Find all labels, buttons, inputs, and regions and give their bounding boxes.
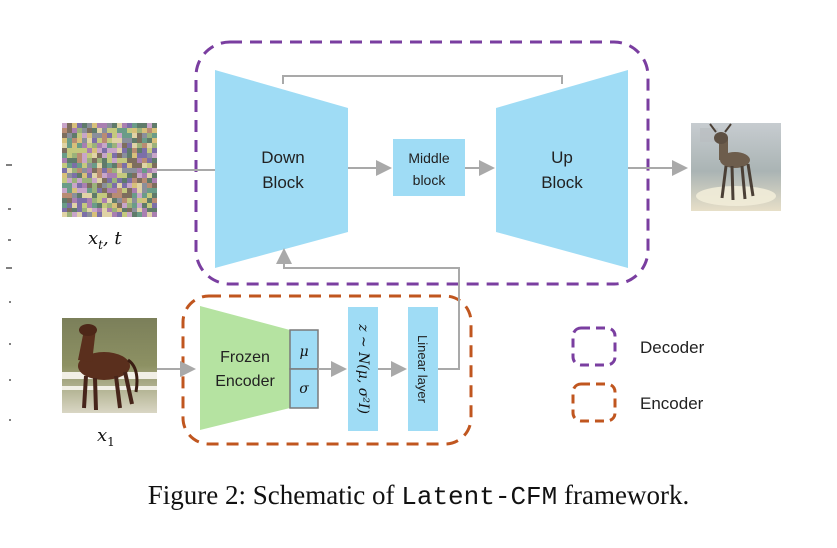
middle-block-label-1: Middle — [408, 150, 449, 166]
clean-input-label: x1 — [97, 425, 115, 449]
sigma-box — [289, 368, 319, 409]
deer-image — [691, 123, 781, 211]
sigma-label: σ — [299, 381, 309, 397]
frozen-encoder-label-1: Frozen — [220, 349, 270, 366]
mu-box — [289, 329, 319, 370]
linear-layer-label: Linear layer — [415, 335, 430, 404]
conditioning-path — [276, 248, 460, 370]
noisy-input-label: xt, t — [88, 228, 122, 252]
frozen-encoder-label-2: Encoder — [215, 373, 275, 390]
up-block-label-2: Block — [541, 173, 583, 192]
decoder-region — [194, 40, 650, 286]
down-block-label-1: Down — [261, 148, 304, 167]
frozen-encoder — [200, 306, 290, 430]
sampling-block — [348, 307, 378, 431]
figure-caption: Figure 2: Schematic of Latent-CFM framew… — [0, 480, 837, 512]
encoder-region — [181, 294, 473, 446]
margin-marks — [6, 164, 12, 421]
middle-block-label-2: block — [413, 172, 447, 188]
linear-layer — [408, 307, 438, 431]
noise-image — [62, 123, 157, 217]
down-block — [215, 70, 348, 268]
legend-decoder-label: Decoder — [640, 338, 705, 357]
legend-encoder-label: Encoder — [640, 394, 704, 413]
sampling-label: z ~ N(μ, σ²I) — [355, 323, 371, 414]
middle-block — [393, 139, 465, 196]
up-block — [496, 70, 628, 268]
mu-label: μ — [299, 344, 308, 360]
legend: Decoder Encoder — [571, 326, 705, 423]
legend-encoder-swatch — [571, 382, 617, 423]
horse-image — [62, 318, 157, 413]
legend-decoder-swatch — [571, 326, 617, 367]
skip-connection — [282, 75, 563, 84]
up-block-label-1: Up — [551, 148, 573, 167]
caption-suffix: framework. — [557, 480, 690, 510]
down-block-label-2: Block — [262, 173, 304, 192]
caption-code: Latent-CFM — [401, 482, 558, 512]
caption-prefix: Figure 2: Schematic of — [147, 480, 402, 510]
diagram: Down Block Middle block Up Block xt, t — [6, 40, 781, 449]
